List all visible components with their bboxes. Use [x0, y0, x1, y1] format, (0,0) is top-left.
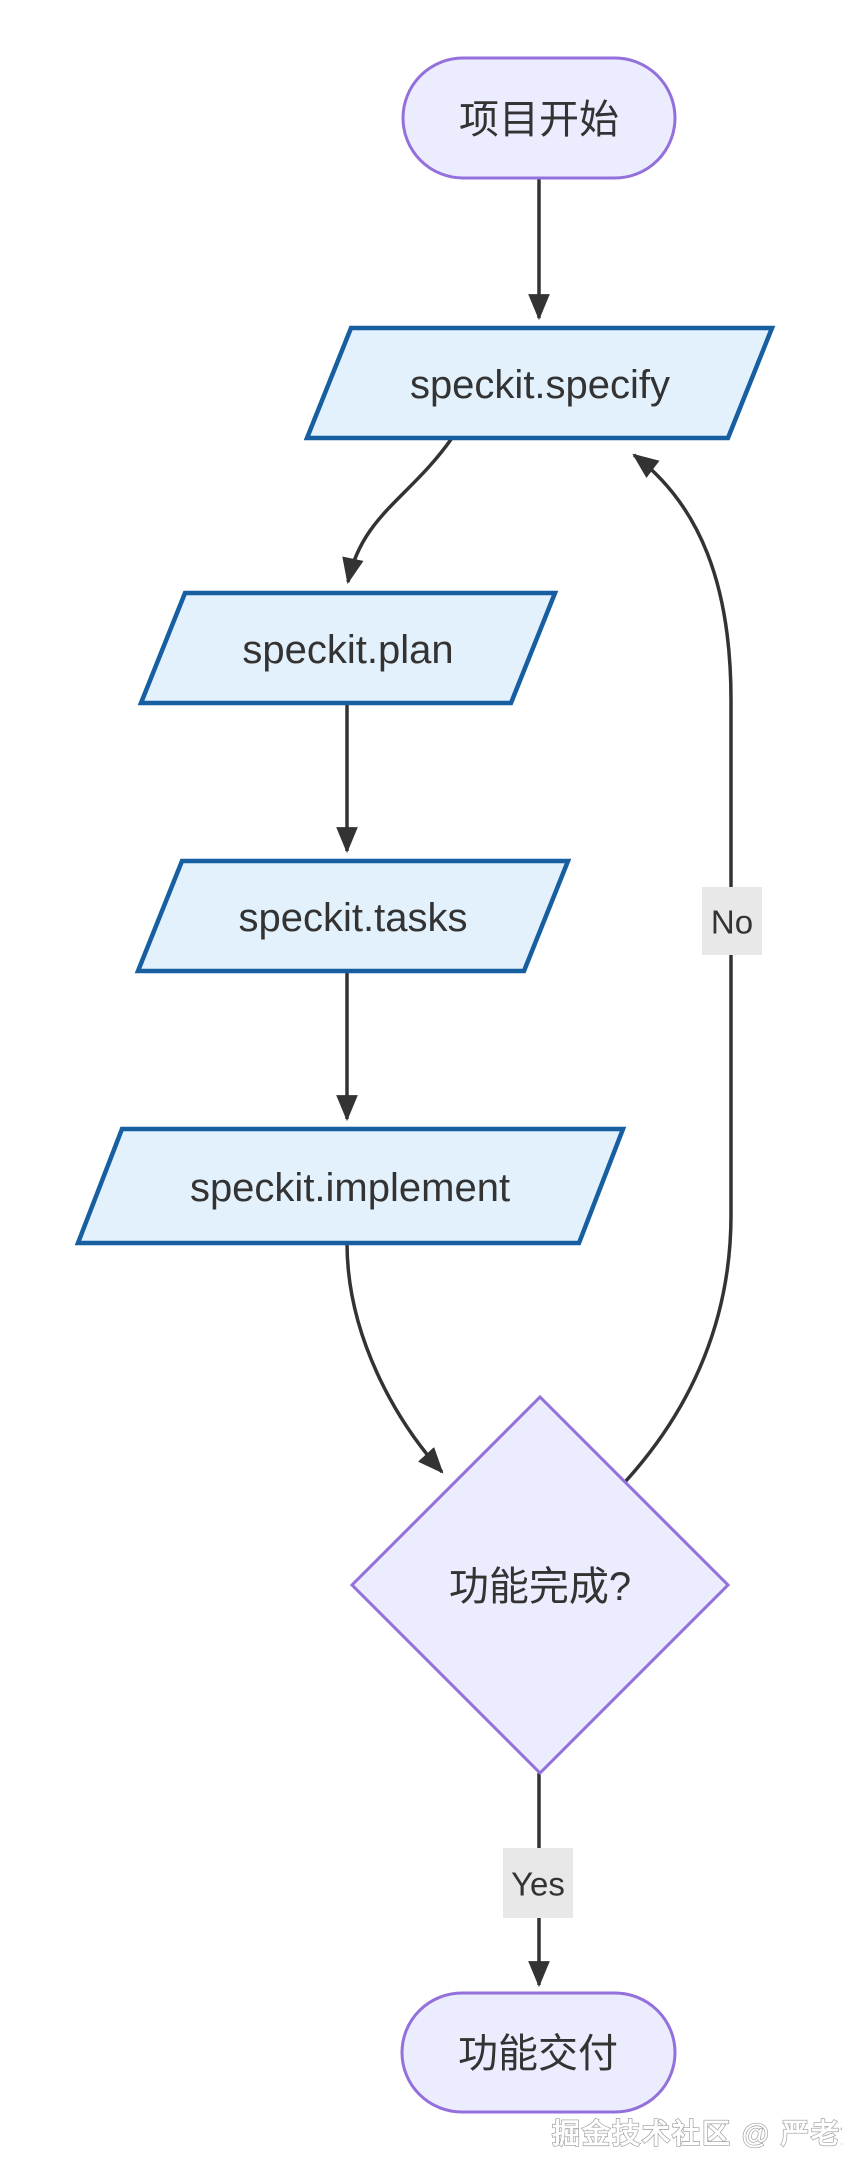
node-deliver: 功能交付 [400, 1991, 677, 2114]
node-start-shape [401, 56, 677, 180]
node-specify-shape [303, 325, 776, 441]
node-plan: speckit.plan [137, 590, 559, 706]
edge-label-no: No [702, 887, 762, 955]
node-plan-shape [137, 590, 559, 706]
edge-label-yes-text: Yes [511, 1866, 565, 1903]
node-deliver-shape [400, 1991, 677, 2114]
node-plan-label: speckit.plan [242, 628, 453, 672]
edge-label-yes-bg [503, 1848, 573, 1918]
edge-decision-specify-no [623, 453, 733, 1484]
edge-specify-plan [342, 436, 454, 585]
edge-implement-decision [345, 1242, 444, 1474]
node-specify: speckit.specify [303, 325, 776, 441]
node-decision-shape [349, 1394, 731, 1776]
node-tasks-shape [134, 858, 572, 974]
node-decision: 功能完成? [349, 1394, 731, 1776]
node-implement-shape [74, 1126, 627, 1246]
edge-label-yes: Yes [503, 1848, 573, 1918]
node-start: 项目开始 [401, 56, 677, 180]
node-specify-label: speckit.specify [410, 363, 670, 407]
node-implement: speckit.implement [74, 1126, 627, 1246]
edge-label-no-text: No [711, 904, 753, 941]
node-decision-label: 功能完成? [449, 1565, 631, 1609]
node-tasks-label: speckit.tasks [239, 896, 468, 940]
watermark-text: 掘金技术社区 @ 严老湿 [552, 2117, 842, 2149]
node-deliver-label: 功能交付 [458, 2032, 618, 2076]
node-start-label: 项目开始 [459, 98, 619, 142]
node-implement-label: speckit.implement [190, 1166, 510, 1210]
node-tasks: speckit.tasks [134, 858, 572, 974]
edge-label-no-bg [702, 887, 762, 955]
